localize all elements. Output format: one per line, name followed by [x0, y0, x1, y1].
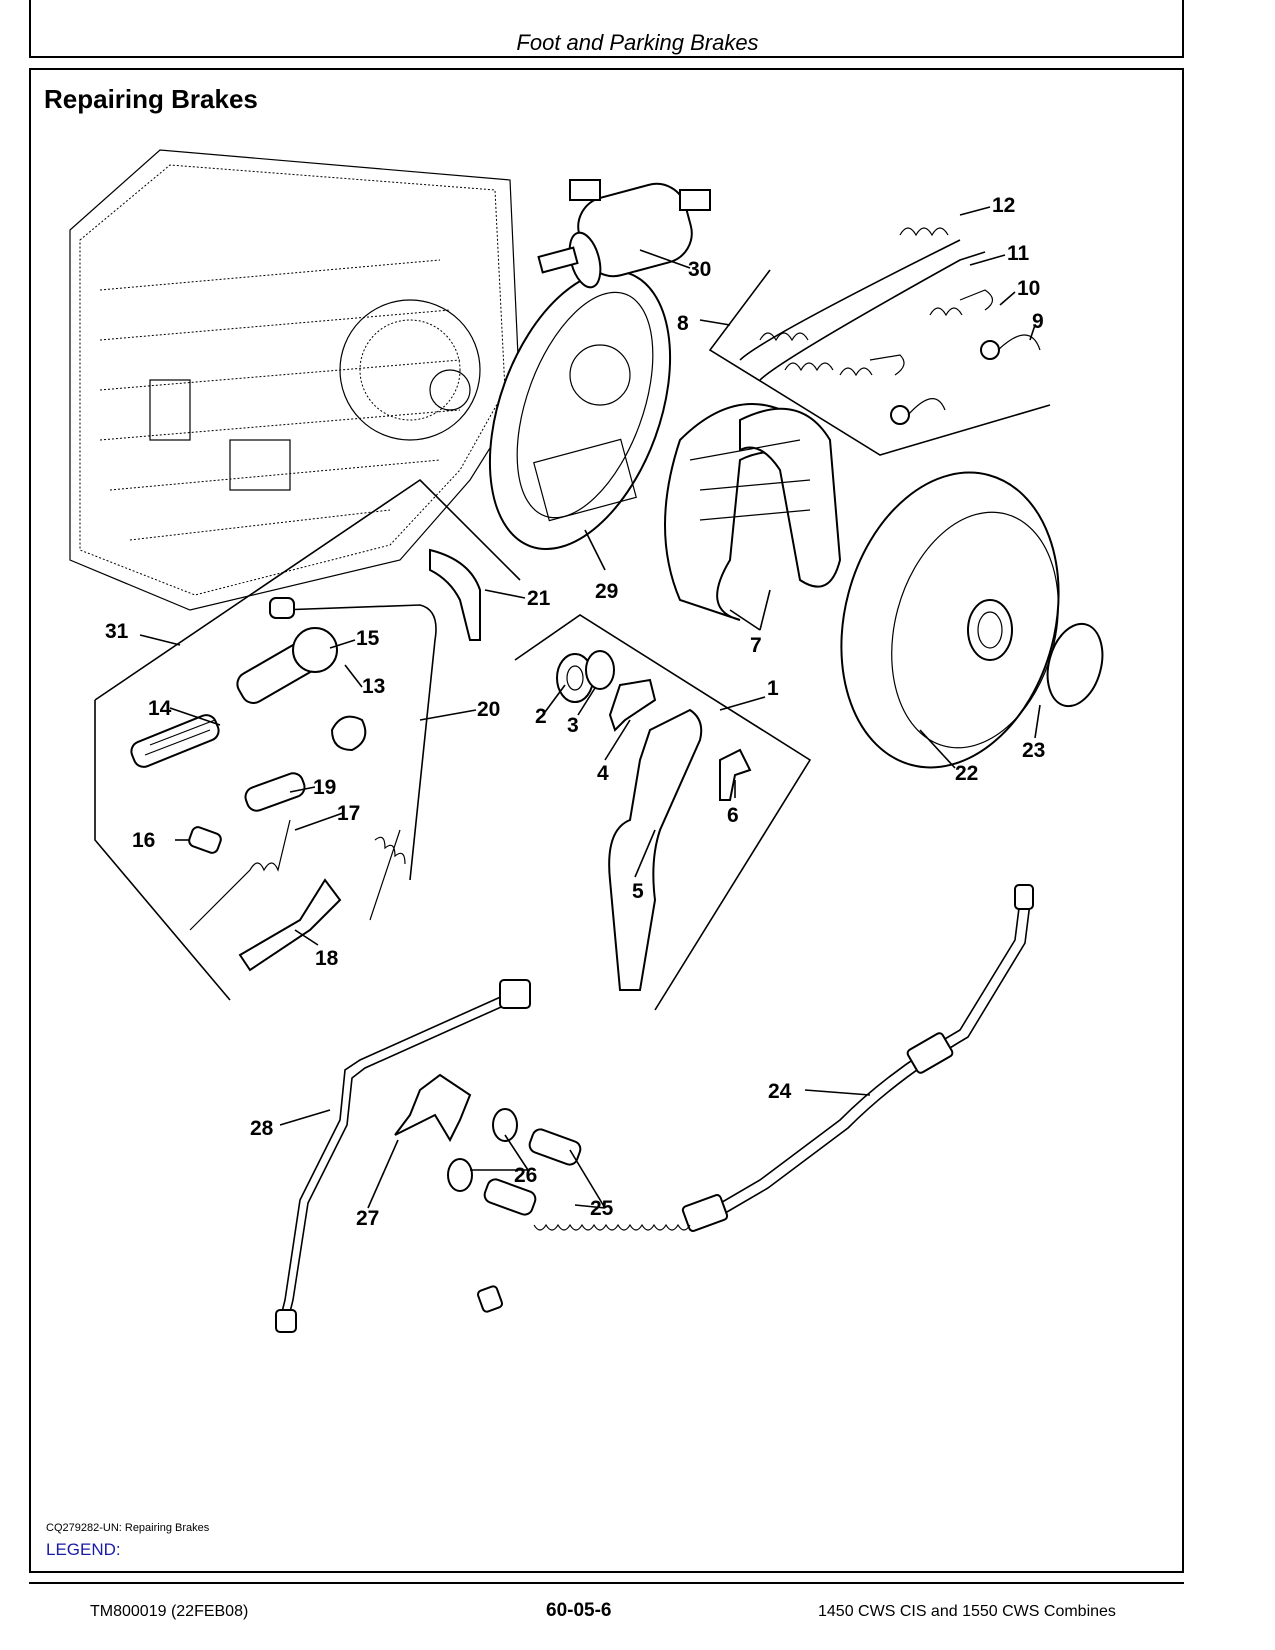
o-ring: [1046, 622, 1104, 708]
callout-1: 1: [767, 677, 779, 700]
callout-3: 3: [567, 714, 579, 737]
callout-17: 17: [337, 802, 360, 825]
callout-18: 18: [315, 947, 339, 970]
callout-8: 8: [677, 312, 689, 335]
figure-caption: CQ279282-UN: Repairing Brakes: [46, 1522, 210, 1534]
callout-22: 22: [955, 762, 978, 785]
callout-24: 24: [768, 1080, 792, 1103]
footer-doc-id: TM800019 (22FEB08): [90, 1603, 249, 1620]
callout-15: 15: [356, 627, 380, 650]
adjuster-kit: [94, 478, 521, 1001]
bracket-and-hardware: [394, 1073, 582, 1216]
footer-page-number: 60-05-6: [546, 1600, 612, 1621]
callout-29: 29: [595, 580, 618, 603]
callout-2: 2: [535, 705, 547, 728]
content-frame: [29, 68, 1184, 1573]
callout-9: 9: [1032, 310, 1044, 333]
backing-plate: [488, 270, 672, 550]
footer-product: 1450 CWS CIS and 1550 CWS Combines: [818, 1603, 1116, 1620]
header-frame: [29, 0, 1184, 58]
brake-shoes: [664, 403, 842, 621]
callout-26: 26: [514, 1164, 537, 1187]
callout-30: 30: [688, 258, 711, 281]
spring-kit: [708, 227, 1051, 456]
legend-label: LEGEND:: [46, 1540, 121, 1559]
callout-4: 4: [597, 762, 609, 785]
page-title: Repairing Brakes: [44, 84, 258, 114]
parking-brake-cable: [476, 884, 1034, 1313]
callout-25: 25: [590, 1197, 614, 1220]
callout-labels: 1 2 3 4 5 6 7 8 9 10 11 12 13 14 15 16 1…: [105, 194, 1045, 1230]
brake-exploded-diagram: 1 2 3 4 5 6 7 8 9 10 11 12 13 14 15 16 1…: [69, 149, 1104, 1333]
callout-12: 12: [992, 194, 1015, 217]
callout-11: 11: [1007, 242, 1030, 265]
callout-20: 20: [477, 698, 500, 721]
callout-31: 31: [105, 620, 129, 643]
wheel-cylinder: [537, 179, 711, 289]
section-title: Foot and Parking Brakes: [516, 30, 759, 55]
parking-lever-kit: [514, 614, 812, 1011]
callout-28: 28: [250, 1117, 274, 1140]
callout-5: 5: [632, 880, 644, 903]
callout-27: 27: [356, 1207, 379, 1230]
transmission-housing: [69, 149, 521, 611]
callout-19: 19: [313, 776, 336, 799]
callout-6: 6: [727, 804, 739, 827]
callout-14: 14: [148, 697, 172, 720]
callout-7: 7: [750, 634, 762, 657]
brake-line: [275, 979, 531, 1333]
callout-23: 23: [1022, 739, 1045, 762]
callout-21: 21: [527, 587, 551, 610]
leader-lines: [139, 206, 1041, 1209]
callout-13: 13: [362, 675, 385, 698]
callout-16: 16: [132, 829, 155, 852]
brake-drum: [840, 471, 1060, 769]
footer-rule: [29, 1582, 1184, 1584]
callout-10: 10: [1017, 277, 1040, 300]
